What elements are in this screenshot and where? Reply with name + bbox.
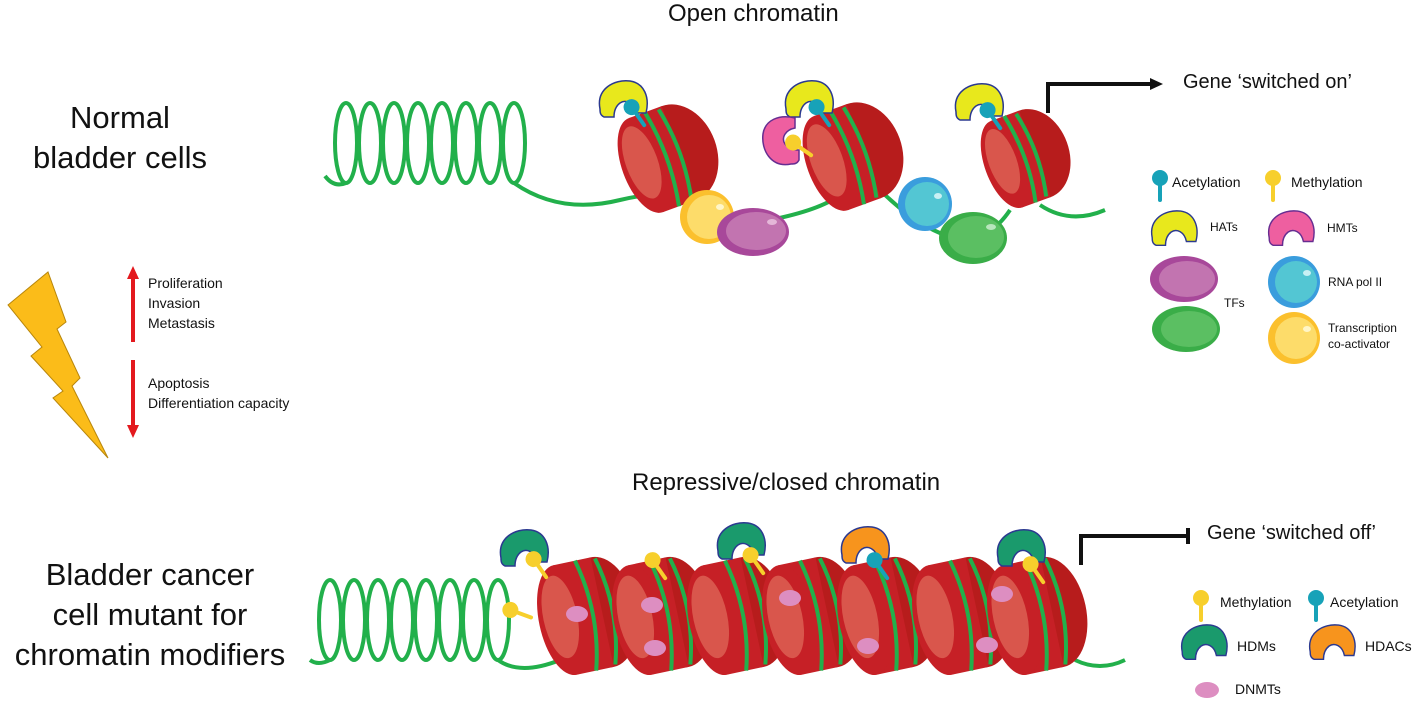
effect-item: Invasion: [148, 295, 201, 311]
effect-item: Proliferation: [148, 275, 223, 291]
rna-polymerase-ii: [898, 177, 952, 231]
dnmt-enzyme: [857, 638, 879, 654]
downregulated-effects: Apoptosis Differentiation capacity: [148, 373, 289, 413]
legend-methylation-label: Methylation: [1220, 594, 1292, 610]
tail-dna-bottom: [1074, 658, 1126, 668]
legend-tf-green-icon: [1152, 306, 1220, 352]
legend-methylation-icon: [1263, 168, 1283, 202]
dnmt-enzyme: [566, 606, 588, 622]
bottom-legend-graphics: [1180, 588, 1356, 698]
nucleosome: [980, 109, 1071, 208]
legend-hats-label: HATs: [1210, 220, 1238, 234]
effect-item: Apoptosis: [148, 375, 210, 391]
dna-coil-top: [323, 101, 527, 187]
transcription-factor-purple: [717, 208, 789, 256]
dnmt-enzyme: [779, 590, 801, 606]
normal-cells-label: Normal bladder cells: [20, 98, 220, 178]
dnmt-enzyme: [644, 640, 666, 656]
legend-methylation-icon: [1191, 588, 1211, 622]
legend-hdm-icon: [1180, 624, 1228, 661]
legend-acetylation-icon: [1150, 168, 1170, 202]
methylation-mark: [498, 597, 536, 627]
legend-coactivator-line: co-activator: [1328, 337, 1391, 351]
legend-rna-pol-icon: [1268, 256, 1320, 308]
legend-acetylation-label: Acetylation: [1330, 594, 1399, 610]
legend-tfs-label: TFs: [1224, 296, 1245, 310]
legend-coactivator-label: Transcription co-activator: [1328, 320, 1397, 352]
hat-enzyme: [784, 79, 834, 118]
legend-dnmts-label: DNMTs: [1235, 681, 1281, 697]
legend-acetylation-icon: [1306, 588, 1326, 622]
effect-item: Metastasis: [148, 315, 215, 331]
transcription-factor-green: [939, 212, 1007, 264]
gene-off-arrow: [1079, 528, 1190, 565]
top-legend-graphics: [1150, 168, 1320, 364]
dnmt-enzyme: [991, 586, 1013, 602]
closed-chromatin-illustration: [308, 521, 1190, 676]
dna-coil-bottom: [308, 578, 561, 670]
cancer-cells-label-line: Bladder cancer: [45, 557, 255, 592]
gene-switched-on-label: Gene ‘switched on’: [1183, 71, 1352, 93]
cancer-cells-label: Bladder cancer cell mutant for chromatin…: [0, 555, 300, 675]
hdm-enzyme: [996, 528, 1046, 567]
upregulated-effects: Proliferation Invasion Metastasis: [148, 273, 223, 333]
gene-switched-off-label: Gene ‘switched off’: [1207, 522, 1376, 544]
nucleosome-stack: [537, 556, 1088, 676]
legend-coactivator-icon: [1268, 312, 1320, 364]
nucleosome: [617, 104, 719, 213]
normal-cells-label-line: Normal: [70, 100, 170, 135]
legend-hdms-label: HDMs: [1237, 638, 1276, 654]
hat-enzyme: [598, 79, 648, 118]
open-chromatin-title: Open chromatin: [668, 0, 839, 27]
legend-coactivator-line: Transcription: [1328, 321, 1397, 335]
dnmt-enzyme: [976, 637, 998, 653]
gene-on-arrow: [1046, 78, 1163, 113]
cancer-cells-label-line: chromatin modifiers: [14, 637, 286, 672]
legend-methylation-label: Methylation: [1291, 174, 1363, 190]
legend-hdacs-label: HDACs: [1365, 638, 1412, 654]
legend-tf-purple-icon: [1150, 256, 1218, 302]
up-arrow-icon: [127, 266, 139, 342]
normal-cells-label-line: bladder cells: [32, 140, 208, 175]
legend-hdac-icon: [1308, 624, 1356, 661]
open-chromatin-illustration: [323, 78, 1163, 264]
nucleosome: [802, 102, 904, 211]
down-arrow-icon: [127, 360, 139, 438]
effect-item: Differentiation capacity: [148, 395, 290, 411]
legend-acetylation-label: Acetylation: [1172, 174, 1241, 190]
legend-hat-icon: [1150, 210, 1198, 247]
cancer-cells-label-line: cell mutant for: [52, 597, 248, 632]
hat-enzyme: [954, 82, 1004, 121]
dnmt-enzyme: [641, 597, 663, 613]
legend-rna-pol-label: RNA pol II: [1328, 275, 1383, 289]
closed-chromatin-title: Repressive/closed chromatin: [632, 469, 941, 496]
lightning-bolt-icon: [7, 271, 109, 459]
legend-hmt-icon: [1267, 210, 1315, 247]
legend-dnmt-icon: [1195, 682, 1219, 698]
legend-hmts-label: HMTs: [1327, 221, 1358, 235]
